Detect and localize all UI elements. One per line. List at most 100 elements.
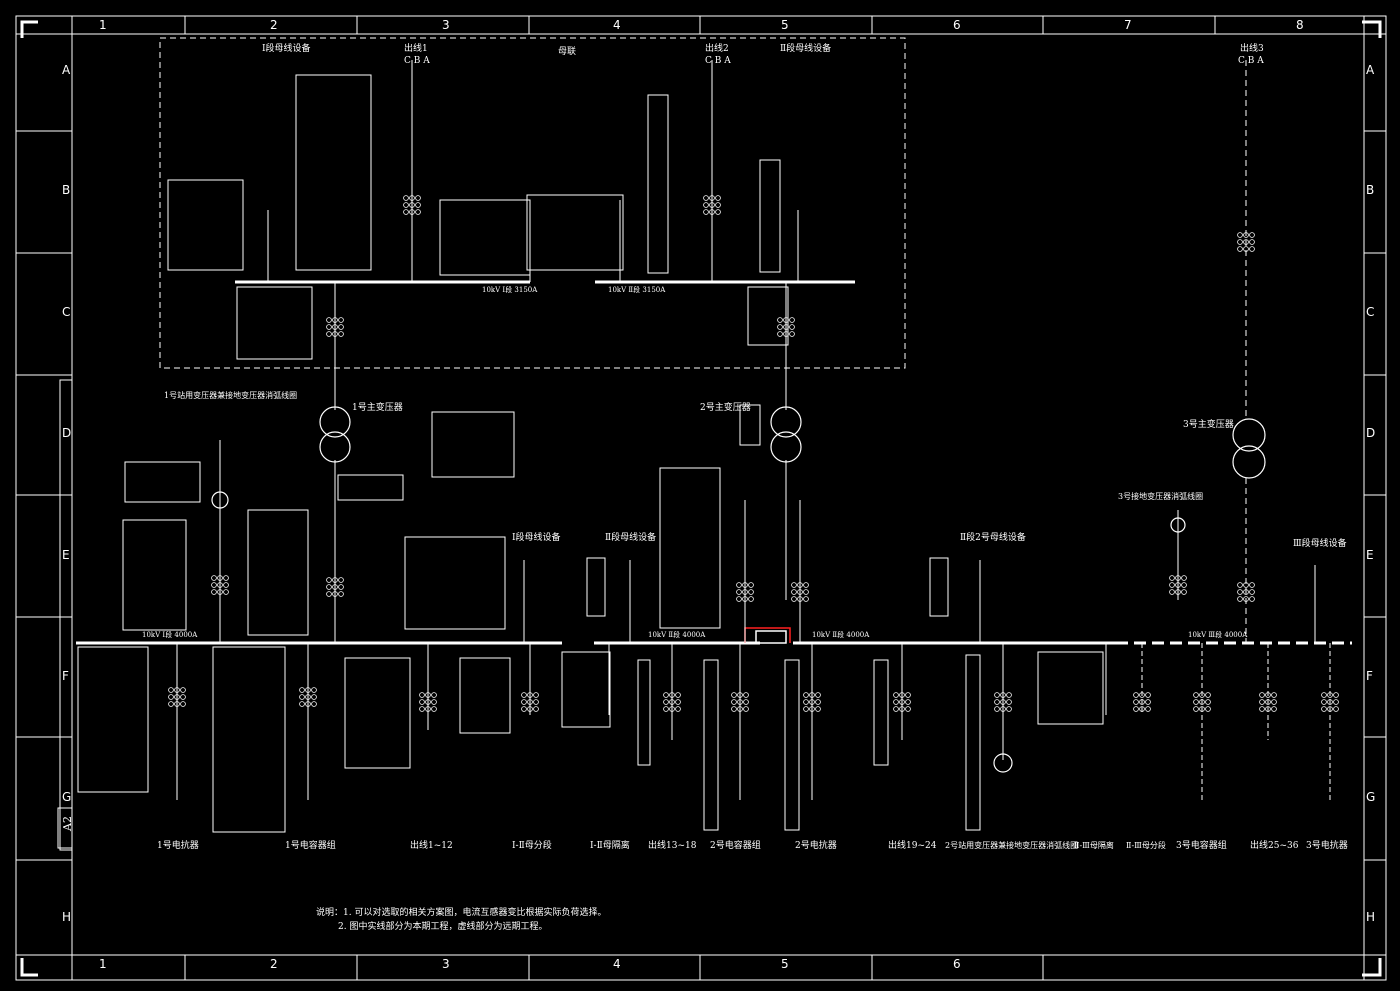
column-number-top: 5 xyxy=(781,18,789,32)
ct-bead xyxy=(305,701,311,707)
incoming-3-phase: C B A xyxy=(1238,56,1264,66)
row-letter-right: F xyxy=(1366,669,1373,683)
row-letter-left: B xyxy=(62,183,71,197)
ct-bead xyxy=(521,706,527,712)
ct-bead xyxy=(742,596,748,602)
column-number-top: 3 xyxy=(442,18,450,32)
ct-bead xyxy=(332,577,338,583)
column-number-bottom: 1 xyxy=(99,957,107,971)
ct-bead xyxy=(893,699,899,705)
ct-bead xyxy=(1145,692,1151,698)
ct-bead xyxy=(1175,582,1181,588)
ct-bead xyxy=(709,209,715,215)
ct-bead xyxy=(174,694,180,700)
ct-bead xyxy=(168,694,174,700)
ct-bead xyxy=(1265,692,1271,698)
ct-bead xyxy=(748,596,754,602)
ct-bead xyxy=(791,582,797,588)
ct-bead xyxy=(1145,699,1151,705)
ct-bead xyxy=(1181,582,1187,588)
ct-bead xyxy=(1243,582,1249,588)
ct-bead xyxy=(332,584,338,590)
ct-bead xyxy=(709,202,715,208)
transformer-2-label: 2号主变压器 xyxy=(700,403,751,413)
ct-bead xyxy=(1139,706,1145,712)
ct-bead xyxy=(1259,692,1265,698)
note-line-2: 2. 图中实线部分为本期工程，虚线部分为远期工程。 xyxy=(338,922,548,932)
ct-bead xyxy=(791,589,797,595)
ct-bead xyxy=(675,706,681,712)
ct-bead xyxy=(326,331,332,337)
column-number-top: 4 xyxy=(613,18,621,32)
ct-bead xyxy=(1259,706,1265,712)
ct-bead xyxy=(403,209,409,215)
ct-bead xyxy=(1169,589,1175,595)
ct-bead xyxy=(703,195,709,201)
ct-bead xyxy=(1321,692,1327,698)
ct-bead xyxy=(211,575,217,581)
ct-bead xyxy=(1000,706,1006,712)
row-letter-left: C xyxy=(62,305,71,319)
ct-bead xyxy=(797,596,803,602)
column-number-bottom: 4 xyxy=(613,957,621,971)
ct-bead xyxy=(1249,232,1255,238)
ct-bead xyxy=(1271,706,1277,712)
section-2a-equipment: Ⅱ段2号母线设备 xyxy=(960,533,1026,543)
ct-bead xyxy=(994,692,1000,698)
ct-bead xyxy=(1000,699,1006,705)
ct-bead xyxy=(1237,246,1243,252)
column-number-top: 2 xyxy=(270,18,278,32)
ct-bead xyxy=(1271,699,1277,705)
ct-bead xyxy=(1243,589,1249,595)
column-number-top: 6 xyxy=(953,18,961,32)
ct-bead xyxy=(223,589,229,595)
ct-bead xyxy=(1139,692,1145,698)
ct-bead xyxy=(1271,692,1277,698)
ct-bead xyxy=(789,317,795,323)
ct-bead xyxy=(1333,699,1339,705)
section-1-label: Ⅰ段母线设备 xyxy=(262,44,311,54)
ct-bead xyxy=(748,589,754,595)
ct-bead xyxy=(675,692,681,698)
ct-bead xyxy=(1175,575,1181,581)
ct-bead xyxy=(299,687,305,693)
ct-bead xyxy=(1193,692,1199,698)
ct-bead xyxy=(809,706,815,712)
ct-bead xyxy=(431,699,437,705)
ct-bead xyxy=(905,706,911,712)
feeder-caption: 1号电抗器 xyxy=(157,841,199,851)
ct-bead xyxy=(736,582,742,588)
ct-bead xyxy=(803,692,809,698)
ct-bead xyxy=(663,706,669,712)
ct-bead xyxy=(326,584,332,590)
ct-bead xyxy=(736,596,742,602)
ct-bead xyxy=(1327,699,1333,705)
row-letter-left: F xyxy=(62,669,69,683)
bus-2-label: 10kV Ⅱ段 3150A xyxy=(608,286,666,294)
ct-bead xyxy=(1199,699,1205,705)
ct-bead xyxy=(1181,575,1187,581)
ct-bead xyxy=(715,195,721,201)
section-2-label: Ⅱ段母线设备 xyxy=(780,44,832,54)
ct-bead xyxy=(1169,575,1175,581)
incoming-3-label: 出线3 xyxy=(1240,44,1264,54)
ct-bead xyxy=(211,582,217,588)
ct-bead xyxy=(174,701,180,707)
ct-bead xyxy=(815,699,821,705)
row-letter-left: E xyxy=(62,548,70,562)
ct-bead xyxy=(815,692,821,698)
ct-bead xyxy=(731,706,737,712)
ct-bead xyxy=(1243,239,1249,245)
ct-bead xyxy=(1169,582,1175,588)
feeder-caption: 出线13~18 xyxy=(648,841,697,851)
ct-bead xyxy=(1205,699,1211,705)
ct-bead xyxy=(1133,692,1139,698)
ct-bead xyxy=(803,596,809,602)
row-letter-right: E xyxy=(1366,548,1374,562)
ct-bead xyxy=(748,582,754,588)
ct-bead xyxy=(311,701,317,707)
ct-bead xyxy=(669,692,675,698)
ct-bead xyxy=(1249,239,1255,245)
feeder-caption: 3号电抗器 xyxy=(1306,841,1348,851)
ct-bead xyxy=(1237,232,1243,238)
